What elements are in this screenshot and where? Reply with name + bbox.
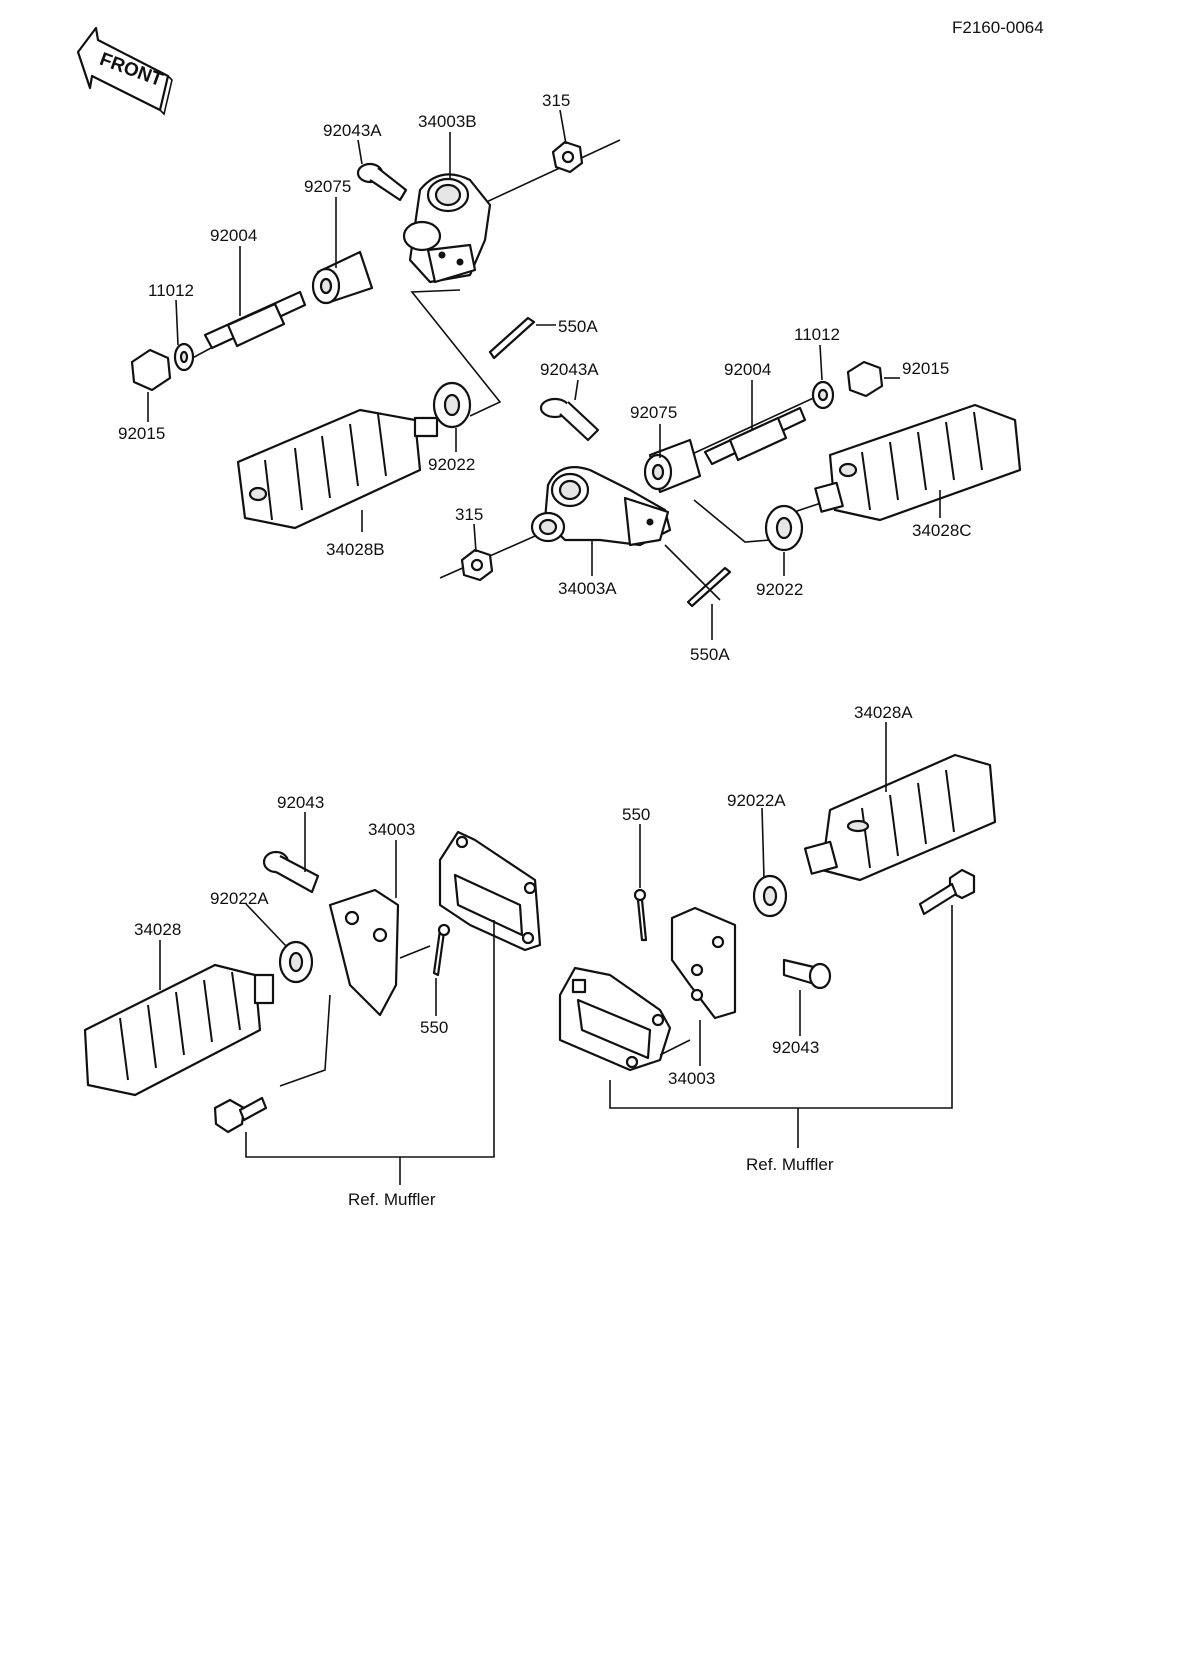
mount-plate-right bbox=[558, 966, 672, 1072]
bolt-left-lower bbox=[213, 1096, 268, 1134]
cotter-pin-550A-top bbox=[488, 316, 556, 360]
label-550-left: 550 bbox=[420, 1018, 448, 1037]
label-ref-muffler-left: Ref. Muffler bbox=[348, 1190, 436, 1209]
label-92004-top: 92004 bbox=[210, 226, 257, 245]
label-92075-mid: 92075 bbox=[630, 403, 677, 422]
footpeg-34028C bbox=[814, 403, 1022, 522]
washer-11012-left bbox=[173, 342, 195, 372]
part-labels: 92043A 34003B 315 92075 92004 11012 550A… bbox=[118, 91, 972, 1209]
label-92043A-mid: 92043A bbox=[540, 360, 599, 379]
clevis-pin-92043-right bbox=[782, 958, 832, 990]
bolt-92004-top bbox=[203, 290, 307, 350]
label-ref-muffler-right: Ref. Muffler bbox=[746, 1155, 834, 1174]
cotter-pin-550-right bbox=[633, 888, 648, 942]
cotter-pin-550A-mid bbox=[664, 544, 732, 608]
washer-92022-left bbox=[432, 381, 472, 429]
cap-nut-92015-left bbox=[130, 348, 172, 392]
washer-11012-right bbox=[811, 380, 835, 410]
bolt-right-upper bbox=[918, 868, 976, 916]
label-92043-right: 92043 bbox=[772, 1038, 819, 1057]
cotter-pin-550-left bbox=[432, 923, 451, 977]
bracket-34003B bbox=[402, 173, 492, 284]
label-34003-left: 34003 bbox=[368, 820, 415, 839]
label-34028: 34028 bbox=[134, 920, 181, 939]
bolt-92004-mid bbox=[703, 406, 807, 466]
label-34028B: 34028B bbox=[326, 540, 385, 559]
cap-nut-92015-right bbox=[846, 360, 900, 398]
label-315-top: 315 bbox=[542, 91, 570, 110]
nut-315-mid bbox=[460, 548, 494, 582]
label-92043A-top: 92043A bbox=[323, 121, 382, 140]
lower-right-assembly bbox=[558, 753, 997, 1148]
clevis-pin-92043A-mid bbox=[539, 397, 600, 442]
nut-315-top bbox=[551, 140, 584, 174]
upper-left-assembly bbox=[130, 139, 621, 530]
label-92015-right: 92015 bbox=[902, 359, 949, 378]
label-92004-mid: 92004 bbox=[724, 360, 771, 379]
label-92022A-left: 92022A bbox=[210, 889, 269, 908]
diagram-code: F2160-0064 bbox=[952, 18, 1044, 37]
label-11012-left: 11012 bbox=[148, 281, 194, 300]
washer-92022A-right bbox=[752, 874, 788, 918]
label-92075-top: 92075 bbox=[304, 177, 351, 196]
clevis-pin-92043A-top bbox=[356, 162, 408, 202]
bush-92075-mid bbox=[643, 438, 702, 494]
label-92022A-right: 92022A bbox=[727, 791, 786, 810]
bush-92075-top bbox=[311, 250, 374, 305]
label-11012-right: 11012 bbox=[794, 325, 840, 344]
bracket-34003-left bbox=[328, 888, 400, 1017]
leader-lines bbox=[147, 109, 941, 1066]
label-34028A: 34028A bbox=[854, 703, 913, 722]
label-34003A: 34003A bbox=[558, 579, 617, 598]
clevis-pin-92043-left bbox=[262, 850, 320, 894]
label-34003-right: 34003 bbox=[668, 1069, 715, 1088]
label-92022-left: 92022 bbox=[428, 455, 475, 474]
footpeg-34028 bbox=[83, 963, 275, 1097]
bracket-34003A bbox=[530, 466, 672, 547]
label-92022-mid: 92022 bbox=[756, 580, 803, 599]
label-550A-mid: 550A bbox=[690, 645, 730, 664]
bracket-34003-right bbox=[670, 906, 737, 1020]
washer-92022-mid bbox=[764, 504, 804, 552]
label-34028C: 34028C bbox=[912, 521, 972, 540]
label-92043-left: 92043 bbox=[277, 793, 324, 812]
lower-left-assembly bbox=[83, 830, 542, 1185]
label-315-mid: 315 bbox=[455, 505, 483, 524]
mount-plate-left bbox=[438, 830, 542, 952]
label-34003B: 34003B bbox=[418, 112, 477, 131]
washer-92022A-left bbox=[278, 940, 314, 984]
front-arrow-icon: FRONT bbox=[76, 26, 173, 116]
footpeg-34028B bbox=[236, 408, 439, 530]
label-92015-left: 92015 bbox=[118, 424, 165, 443]
footpeg-34028A bbox=[803, 753, 997, 882]
upper-right-assembly bbox=[439, 360, 1022, 608]
label-550-right: 550 bbox=[622, 805, 650, 824]
label-550A-top: 550A bbox=[558, 317, 598, 336]
